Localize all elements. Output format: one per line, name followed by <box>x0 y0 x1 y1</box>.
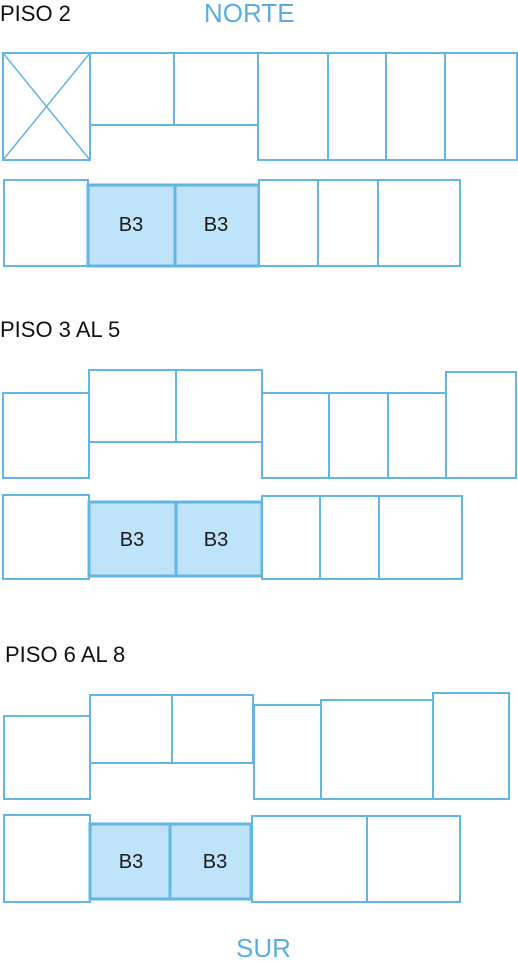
unit-label: B3 <box>120 529 144 551</box>
unit[interactable] <box>317 179 379 267</box>
unit[interactable] <box>261 392 330 479</box>
unit[interactable] <box>385 52 446 161</box>
unit[interactable] <box>89 52 175 126</box>
unit[interactable] <box>3 179 89 267</box>
unit[interactable] <box>171 694 254 764</box>
unit[interactable] <box>175 369 263 443</box>
unit[interactable] <box>261 495 321 580</box>
unit[interactable] <box>432 692 510 800</box>
floor-6-8-north-row <box>3 692 510 800</box>
unit[interactable] <box>2 392 90 479</box>
floor-title-piso-2: PISO 2 <box>0 1 71 26</box>
unit[interactable] <box>328 392 389 479</box>
unit[interactable] <box>257 52 329 161</box>
floor-2-south-row: B3 B3 <box>3 179 461 268</box>
unit[interactable] <box>88 369 177 443</box>
unit[interactable] <box>444 52 518 161</box>
floor-6-8-south-row: B3 B3 <box>3 814 461 903</box>
floor-3-5-north-row <box>2 369 517 479</box>
floor-title-piso-3-al-5: PISO 3 AL 5 <box>0 317 121 342</box>
unit[interactable] <box>3 814 91 903</box>
unit[interactable] <box>253 704 322 800</box>
unit[interactable] <box>3 715 91 800</box>
unit-label: B3 <box>204 214 228 236</box>
unit[interactable] <box>378 495 463 580</box>
unit[interactable] <box>89 694 173 764</box>
unit-label: B3 <box>203 851 227 873</box>
void-cross-icon <box>2 52 91 161</box>
unit-b3-highlighted[interactable] <box>86 183 177 268</box>
unit[interactable] <box>319 495 380 580</box>
unit-label: B3 <box>204 529 228 551</box>
unit[interactable] <box>387 392 447 479</box>
south-label: SUR <box>236 933 291 963</box>
unit-b3-highlighted[interactable] <box>174 500 264 578</box>
unit[interactable] <box>173 52 259 126</box>
unit[interactable] <box>251 815 368 903</box>
unit[interactable] <box>445 371 517 479</box>
unit[interactable] <box>320 699 434 800</box>
floor-2-north-row <box>2 52 518 161</box>
unit[interactable] <box>327 52 387 161</box>
unit[interactable] <box>366 815 461 903</box>
unit-b3-highlighted[interactable] <box>87 500 178 578</box>
unit-label: B3 <box>119 214 143 236</box>
unit-b3-highlighted[interactable] <box>173 183 261 268</box>
floor-title-piso-6-al-8: PISO 6 AL 8 <box>5 642 126 667</box>
unit-b3-highlighted[interactable] <box>88 822 172 901</box>
unit[interactable] <box>2 494 90 580</box>
unit[interactable] <box>258 179 319 267</box>
unit-label: B3 <box>119 851 143 873</box>
unit[interactable] <box>377 179 461 267</box>
floor-3-5-south-row: B3 B3 <box>2 494 463 580</box>
unit-b3-highlighted[interactable] <box>168 822 253 901</box>
north-label: NORTE <box>204 0 295 28</box>
